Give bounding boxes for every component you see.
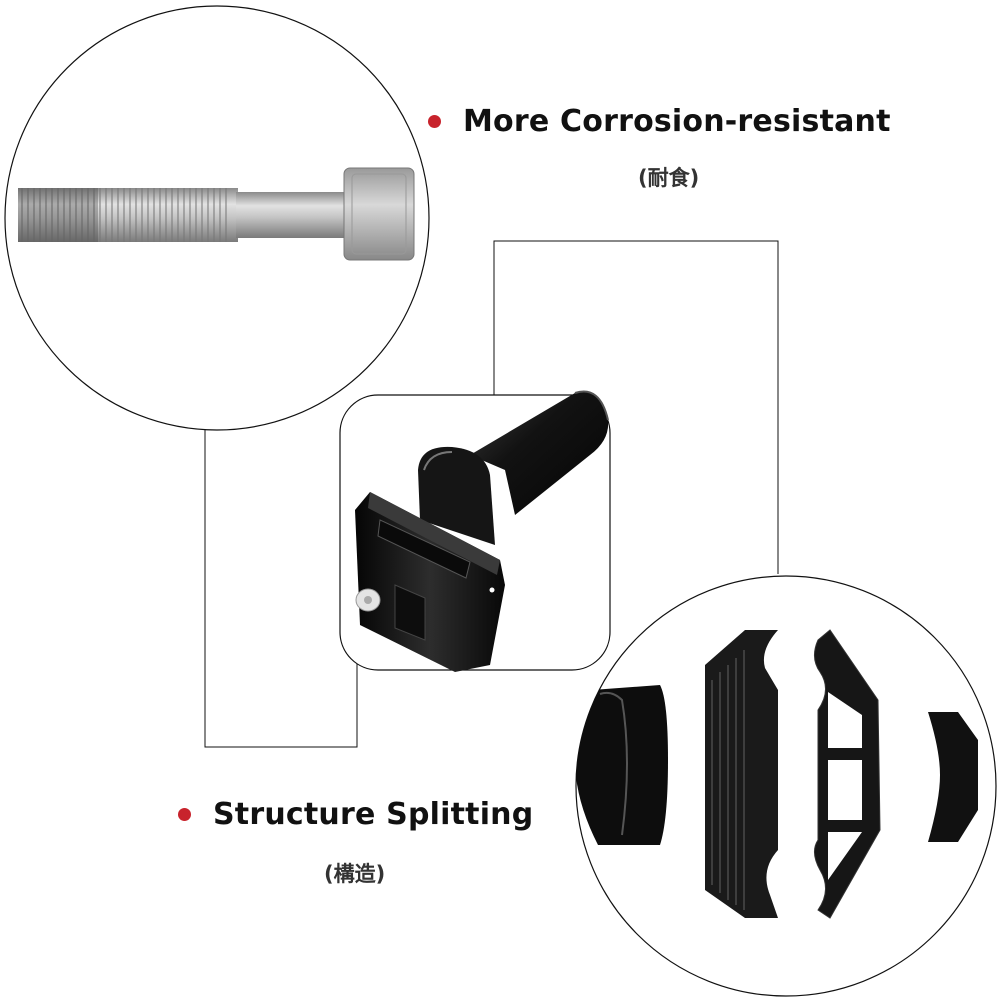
structure-subtitle: (構造) bbox=[324, 862, 386, 886]
structure-callout: Structure Splitting bbox=[178, 797, 533, 832]
red-bullet-icon bbox=[178, 808, 191, 821]
connector-lines bbox=[204, 240, 779, 748]
exploded-parts-image bbox=[576, 629, 978, 919]
corrosion-subtitle: (耐食) bbox=[638, 166, 700, 190]
corrosion-heading: More Corrosion-resistant bbox=[463, 104, 891, 139]
corrosion-callout: More Corrosion-resistant bbox=[428, 104, 891, 139]
clamp-assembly-image bbox=[339, 390, 611, 672]
screw-zoom-circle bbox=[4, 5, 430, 431]
structure-heading: Structure Splitting bbox=[213, 797, 534, 832]
red-bullet-icon bbox=[428, 115, 441, 128]
hex-socket-screw-image bbox=[18, 167, 415, 261]
exploded-parts-zoom-circle bbox=[575, 575, 997, 997]
